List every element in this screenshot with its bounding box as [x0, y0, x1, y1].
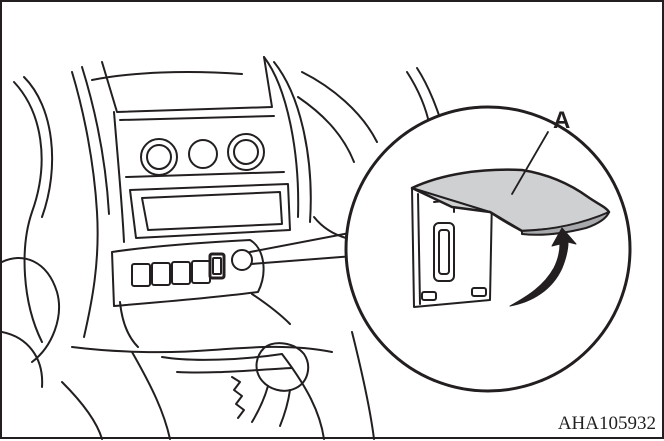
- image-code: AHA105932: [558, 414, 656, 433]
- callout-label-a: A: [553, 109, 570, 133]
- air-vents: [141, 134, 264, 175]
- switch-bank: [132, 250, 252, 286]
- callout-leaders: [250, 231, 360, 264]
